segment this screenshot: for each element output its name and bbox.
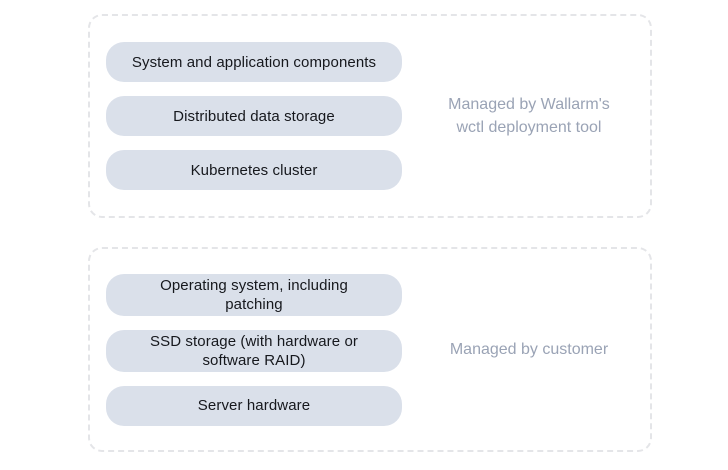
pill-label: Distributed data storage xyxy=(173,107,335,125)
group-inner: Operating system, including patching SSD… xyxy=(90,249,650,450)
pill-label: Operating system, including patching xyxy=(160,276,348,313)
pill-operating-system-including-patching: Operating system, including patching xyxy=(106,273,402,316)
pill-system-and-application-components: System and application components xyxy=(106,42,402,82)
group-inner: System and application components Distri… xyxy=(90,16,650,216)
pill-column-managed-by-customer: Operating system, including patching SSD… xyxy=(106,249,402,450)
side-label-managed-by-customer: Managed by customer xyxy=(449,341,609,358)
pill-label: System and application components xyxy=(131,53,377,71)
pill-label: SSD storage (with hardware or software R… xyxy=(150,332,358,369)
pill-server-hardware: Server hardware xyxy=(106,385,402,426)
pill-label: Server hardware xyxy=(197,397,311,414)
pill-column-managed-by-wallarm: System and application components Distri… xyxy=(106,16,402,216)
pill-kubernetes-cluster: Kubernetes cluster xyxy=(106,150,402,190)
group-managed-by-customer: Operating system, including patching SSD… xyxy=(88,247,652,452)
pill-ssd-storage: SSD storage (with hardware or software R… xyxy=(106,329,402,372)
group-managed-by-wallarm: System and application components Distri… xyxy=(88,14,652,218)
side-label-managed-by-wallarm: Managed by Wallarm's wctl deployment too… xyxy=(448,96,610,136)
pill-label: Kubernetes cluster xyxy=(190,161,318,179)
pill-distributed-data-storage: Distributed data storage xyxy=(106,96,402,136)
